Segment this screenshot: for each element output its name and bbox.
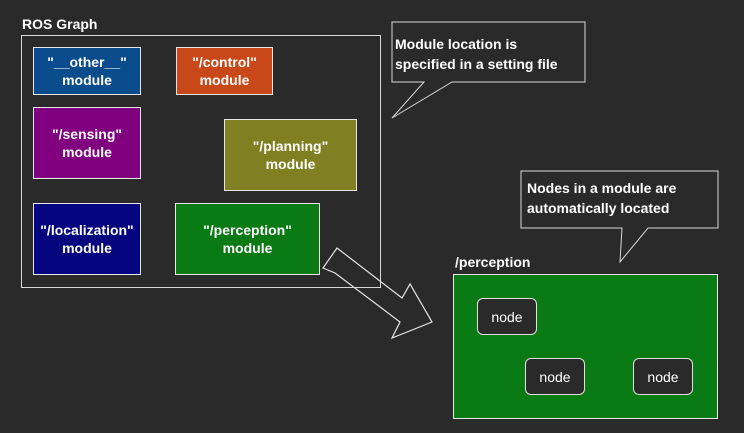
module-control-name: "/control" (192, 54, 257, 70)
module-localization[interactable]: "/localization" module (33, 203, 141, 275)
callout-top-line1: Module location is (395, 36, 518, 52)
module-sensing-name: "/sensing" (51, 126, 123, 142)
module-other-label: module (62, 72, 112, 88)
module-control-label: module (199, 72, 250, 88)
module-sensing-label: module (62, 144, 112, 160)
callout-right-line2: automatically located (527, 200, 670, 216)
ros-graph-title: ROS Graph (22, 16, 98, 32)
expand-arrow (322, 247, 433, 340)
callout-top-line2: specified in a setting file (395, 56, 558, 72)
perception-node-3[interactable]: node (633, 358, 693, 395)
module-sensing[interactable]: "/sensing" module (33, 107, 141, 179)
perception-node-1[interactable]: node (477, 298, 537, 335)
module-perception-name: "/perception" (203, 222, 292, 238)
perception-detail-title: /perception (455, 254, 531, 270)
ros-graph-frame (21, 35, 381, 288)
module-control[interactable]: "/control" module (176, 47, 273, 95)
perception-node-2[interactable]: node (525, 358, 585, 395)
callout-right-text: Nodes in a module are automatically loca… (527, 178, 676, 218)
callout-top-bubble (391, 21, 586, 119)
module-planning[interactable]: "/planning" module (224, 119, 357, 191)
callout-right-line1: Nodes in a module are (527, 180, 677, 196)
module-perception-label: module (222, 240, 273, 256)
perception-detail-area (453, 274, 718, 419)
module-planning-name: "/planning" (252, 138, 329, 154)
module-perception[interactable]: "/perception" module (175, 203, 320, 275)
callout-top-text: Module location is specified in a settin… (395, 34, 558, 74)
module-localization-label: module (62, 240, 112, 256)
module-other[interactable]: "__other__" module (33, 47, 141, 95)
module-localization-name: "/localization" (40, 222, 134, 238)
module-other-name: "__other__" (47, 54, 127, 70)
module-planning-label: module (265, 156, 316, 172)
callout-right-bubble (520, 170, 719, 264)
